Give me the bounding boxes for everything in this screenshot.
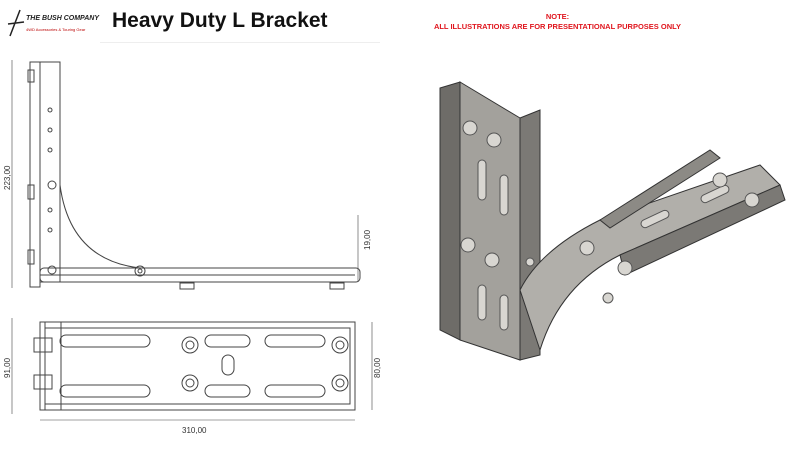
header-divider — [100, 42, 380, 43]
disclaimer-note: NOTE: ALL ILLUSTRATIONS ARE FOR PRESENTA… — [415, 12, 700, 32]
logo-mark-icon — [7, 9, 25, 37]
page-title: Heavy Duty L Bracket — [112, 9, 328, 32]
dimension-inner-width: 80,00 — [373, 357, 382, 378]
dimension-length: 310,00 — [182, 426, 207, 435]
dimension-base-thickness: 19,00 — [363, 229, 372, 250]
company-logo: THE BUSH COMPANY 4WD Accessories & Touri… — [6, 6, 106, 40]
note-text: ALL ILLUSTRATIONS ARE FOR PRESENTATIONAL… — [433, 22, 682, 31]
bracket-3d-illustration — [439, 81, 786, 361]
logo-text: THE BUSH COMPANY — [26, 15, 99, 22]
logo-subtext: 4WD Accessories & Touring Gear — [26, 27, 86, 32]
dimension-outer-width: 91,00 — [3, 357, 12, 378]
top-view — [11, 318, 373, 421]
side-view — [11, 60, 361, 290]
dimension-height: 223,00 — [3, 165, 12, 190]
note-heading: NOTE: — [545, 12, 570, 21]
